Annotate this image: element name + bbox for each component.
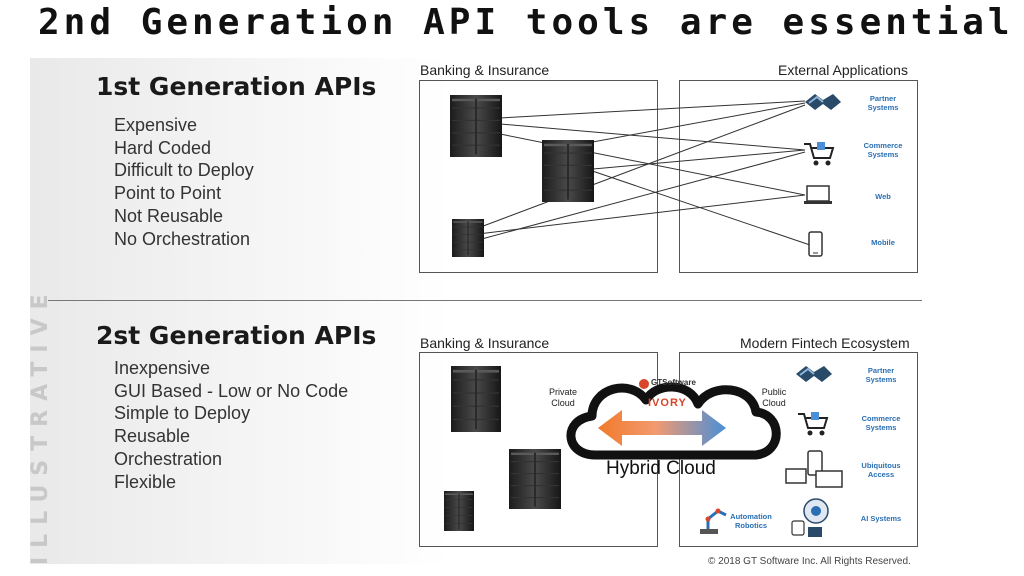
gen1-banking-label: Banking & Insurance [420,62,550,78]
app-label-commerce-systems: Commerce Systems [853,414,909,432]
app-label-line: Ubiquitous [861,461,901,470]
private-cloud-line: Cloud [551,398,575,408]
app-label-ai-systems: AI Systems [853,514,909,523]
gen1-bullet: Expensive [114,115,198,135]
ai-head-icon [791,498,829,537]
mobile-phone-icon [808,231,823,257]
gen1-external-label: External Applications [778,62,908,78]
gen2-bullet-list: Inexpensive GUI Based - Low or No Code S… [114,357,348,493]
app-label-line: Partner [869,94,897,103]
handshake-icon [805,94,841,110]
gen1-external-box [679,80,918,273]
mainframe-server-icon [452,219,484,257]
gen2-bullet: Simple to Deploy [114,403,251,424]
gen2-bullet: Orchestration [114,448,223,469]
app-label-line: Robotics [734,521,768,530]
app-label-partner-systems: Partner Systems [855,94,911,112]
gen2-bullet: GUI Based - Low or No Code [114,380,349,401]
app-label-partner-systems: Partner Systems [853,366,909,384]
gen1-banking-box [419,80,658,273]
gt-software-brand: GTSoftware [651,378,696,387]
app-label-line: Automation [730,512,772,521]
app-label-line: Systems [867,103,899,112]
private-cloud-line: Private [548,387,577,397]
app-label-line: Commerce [863,141,903,150]
ivory-product-label: IVORY [648,397,687,409]
private-cloud-label: Private Cloud [545,387,581,409]
app-label-line: Systems [865,423,897,432]
gen1-bullet-list: Expensive Hard Coded Difficult to Deploy… [114,114,254,250]
background-gradient [30,58,450,564]
laptop-icon [804,185,832,204]
app-label-automation-robotics: Automation Robotics [726,512,776,530]
app-label-line: AI Systems [860,514,902,523]
bidirectional-arrow-icon [598,410,726,446]
copyright-notice: © 2018 GT Software Inc. All Rights Reser… [708,556,911,567]
gen1-bullet: No Orchestration [114,228,251,249]
mainframe-server-icon [450,95,502,157]
section-divider [48,300,922,301]
shopping-cart-icon [804,142,835,166]
app-label-line: Commerce [861,414,901,423]
public-cloud-line: Public [761,387,787,397]
app-label-line: Access [867,470,895,479]
gen1-bullet: Not Reusable [114,205,224,226]
public-cloud-label: Public Cloud [756,387,792,409]
app-label-ubiquitous-access: Ubiquitous Access [853,461,909,479]
gen2-bullet: Reusable [114,426,191,447]
app-label-line: Partner [867,366,895,375]
mainframe-server-icon [542,140,594,202]
gen2-fintech-label: Modern Fintech Ecosystem [740,335,910,351]
gen1-bullet: Difficult to Deploy [114,160,254,181]
app-label-web: Web [855,192,911,201]
mainframe-server-icon [509,449,561,509]
app-label-commerce-systems: Commerce Systems [855,141,911,159]
shopping-cart-icon [798,412,829,436]
app-label-line: Systems [867,150,899,159]
gen1-bullet: Hard Coded [114,137,212,158]
gen2-bullet: Inexpensive [114,358,211,378]
handshake-icon [796,366,832,382]
robot-arm-icon [700,508,727,534]
gen2-bullet: Flexible [114,471,177,492]
gen1-bullet: Point to Point [114,183,222,204]
app-label-line: Systems [865,375,897,384]
mainframe-server-icon [451,366,501,432]
app-label-line: Mobile [871,238,895,247]
mainframe-server-icon [444,491,474,531]
app-label-line: Web [875,192,891,201]
gt-software-logo-icon [639,379,649,389]
page-title: 2nd Generation API tools are essential [38,2,1014,43]
gen2-heading: 2st Generation APIs [96,321,377,350]
connection-lines [477,100,811,246]
app-label-mobile: Mobile [855,238,911,247]
public-cloud-line: Cloud [762,398,786,408]
gen1-heading: 1st Generation APIs [96,72,377,101]
devices-icon [785,450,843,488]
hybrid-cloud-label: Hybrid Cloud [606,458,716,479]
gen2-banking-label: Banking & Insurance [420,335,550,351]
hybrid-cloud-graphic [566,379,781,460]
